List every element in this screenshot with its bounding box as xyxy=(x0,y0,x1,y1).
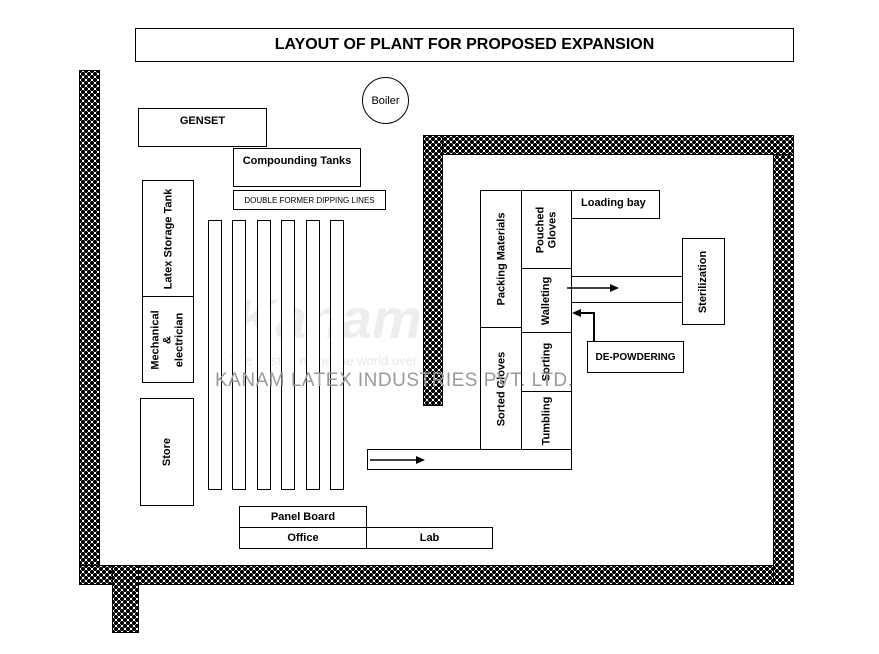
boiler-label: Boiler xyxy=(371,94,400,107)
dipping-line xyxy=(208,220,222,490)
office-label: Office xyxy=(287,532,319,544)
loading-label: Loading bay xyxy=(581,197,646,209)
wall-top-right xyxy=(423,135,794,155)
lab-label: Lab xyxy=(419,532,440,544)
wall-left xyxy=(79,70,100,585)
page-title: LAYOUT OF PLANT FOR PROPOSED EXPANSION xyxy=(274,36,655,53)
sterilization: Sterilization xyxy=(682,238,725,325)
dipping-line xyxy=(281,220,295,490)
title-box: LAYOUT OF PLANT FOR PROPOSED EXPANSION xyxy=(135,28,794,62)
sterilization-path-line xyxy=(571,276,682,277)
genset-label: GENSET xyxy=(179,115,226,127)
de-powdering: DE-POWDERING xyxy=(587,341,684,373)
watermark-company: KANAM LATEX INDUSTRIES PVT. LTD. xyxy=(215,370,574,391)
boiler: Boiler xyxy=(362,77,409,124)
arrow-to-sterilization xyxy=(567,284,619,292)
dipping-line xyxy=(257,220,271,490)
dipping-line xyxy=(306,220,320,490)
sterilization-path-line xyxy=(571,302,682,303)
sorting: Sorting xyxy=(521,332,572,392)
compounding-label: Compounding Tanks xyxy=(242,155,352,167)
wall-inner xyxy=(423,135,443,406)
wall-right xyxy=(773,135,794,585)
wall-entrance xyxy=(112,565,139,633)
sorted-gloves: Sorted Gloves xyxy=(480,327,522,450)
arrow-conveyor xyxy=(370,456,425,464)
panel-label: Panel Board xyxy=(270,511,336,523)
compounding-tanks: Compounding Tanks xyxy=(233,148,361,187)
pouched-gloves: Pouched Gloves xyxy=(521,190,572,269)
dipping-line xyxy=(232,220,246,490)
conveyor xyxy=(367,449,572,470)
dipping-label: DOUBLE FORMER DIPPING LINES xyxy=(244,195,375,205)
loading-bay: Loading bay xyxy=(571,190,660,219)
mechanical-electrician: Mechanical & electrician xyxy=(142,296,194,383)
dipping-line xyxy=(330,220,344,490)
arrow-from-depowdering xyxy=(572,309,595,341)
watermark-tagline: The trusted name the world over xyxy=(230,353,418,368)
dipping-lines-label-box: DOUBLE FORMER DIPPING LINES xyxy=(233,190,386,210)
packing-materials: Packing Materials xyxy=(480,190,522,328)
depowdering-label: DE-POWDERING xyxy=(595,351,676,363)
walleting: Walleting xyxy=(521,268,572,333)
store: Store xyxy=(140,398,194,506)
wall-bottom xyxy=(79,565,794,585)
lab: Lab xyxy=(366,527,493,549)
office: Office xyxy=(239,527,367,549)
panel-board: Panel Board xyxy=(239,506,367,528)
latex-storage-tank: Latex Storage Tank xyxy=(142,180,194,297)
genset: GENSET xyxy=(138,108,267,147)
